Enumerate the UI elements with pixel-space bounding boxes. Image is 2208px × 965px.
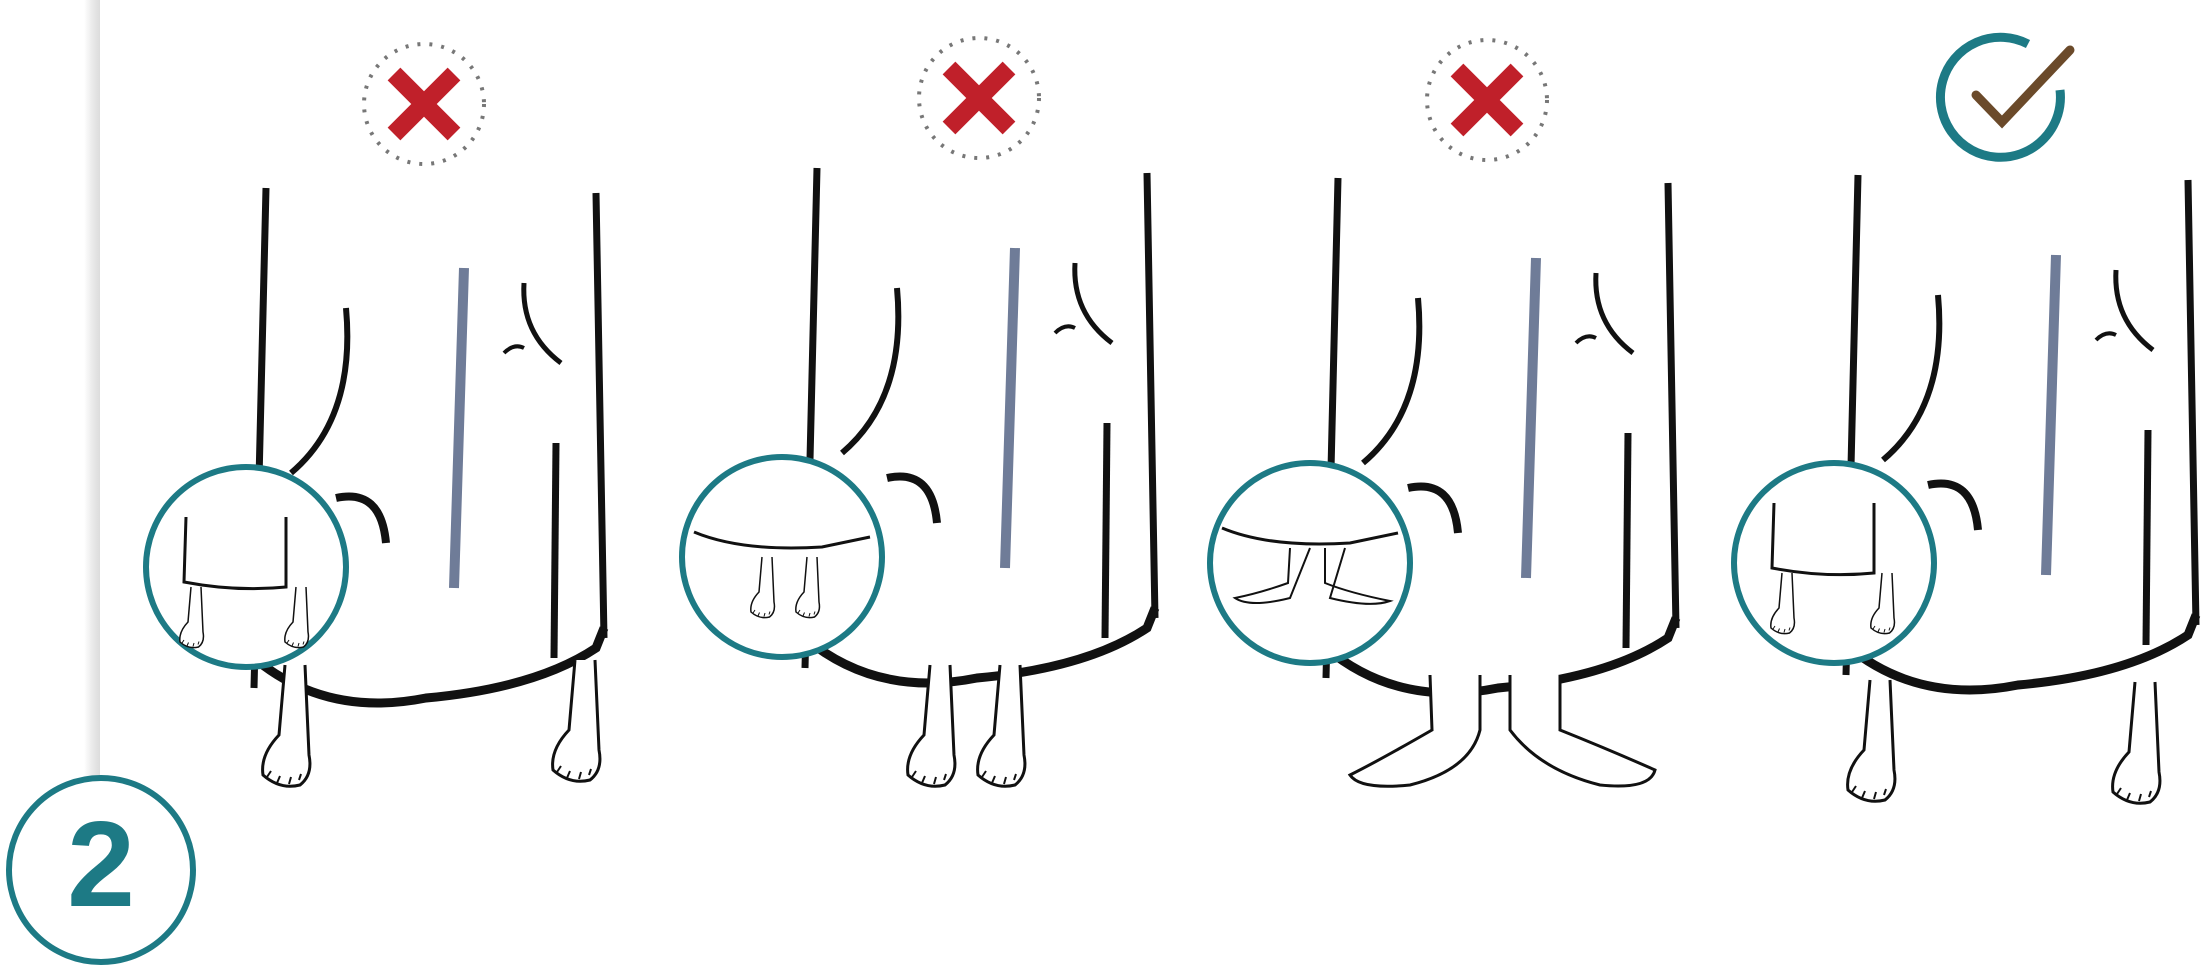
wrong-icon bbox=[917, 36, 1041, 160]
panel-correct bbox=[1731, 32, 2196, 805]
feet-illustration bbox=[1347, 674, 1657, 788]
magnifier-circle bbox=[1207, 460, 1413, 666]
panel-feet-spread bbox=[1207, 38, 1676, 788]
magnifier-circle bbox=[679, 454, 885, 660]
panel-ankle-length bbox=[679, 36, 1155, 788]
garment-length-diagram bbox=[143, 32, 2208, 805]
correct-icon bbox=[1935, 32, 2075, 162]
panel-too-short bbox=[143, 42, 604, 788]
feet-illustration bbox=[1846, 678, 2162, 805]
page-edge-shadow bbox=[84, 0, 100, 780]
magnifier-circle bbox=[1731, 460, 1937, 666]
wrong-icon bbox=[362, 42, 486, 166]
magnifier-circle bbox=[143, 464, 349, 670]
step-number: 2 bbox=[67, 796, 135, 932]
wrong-icon bbox=[1425, 38, 1549, 162]
feet-illustration bbox=[261, 658, 602, 788]
step-number-badge: 2 bbox=[6, 775, 196, 965]
